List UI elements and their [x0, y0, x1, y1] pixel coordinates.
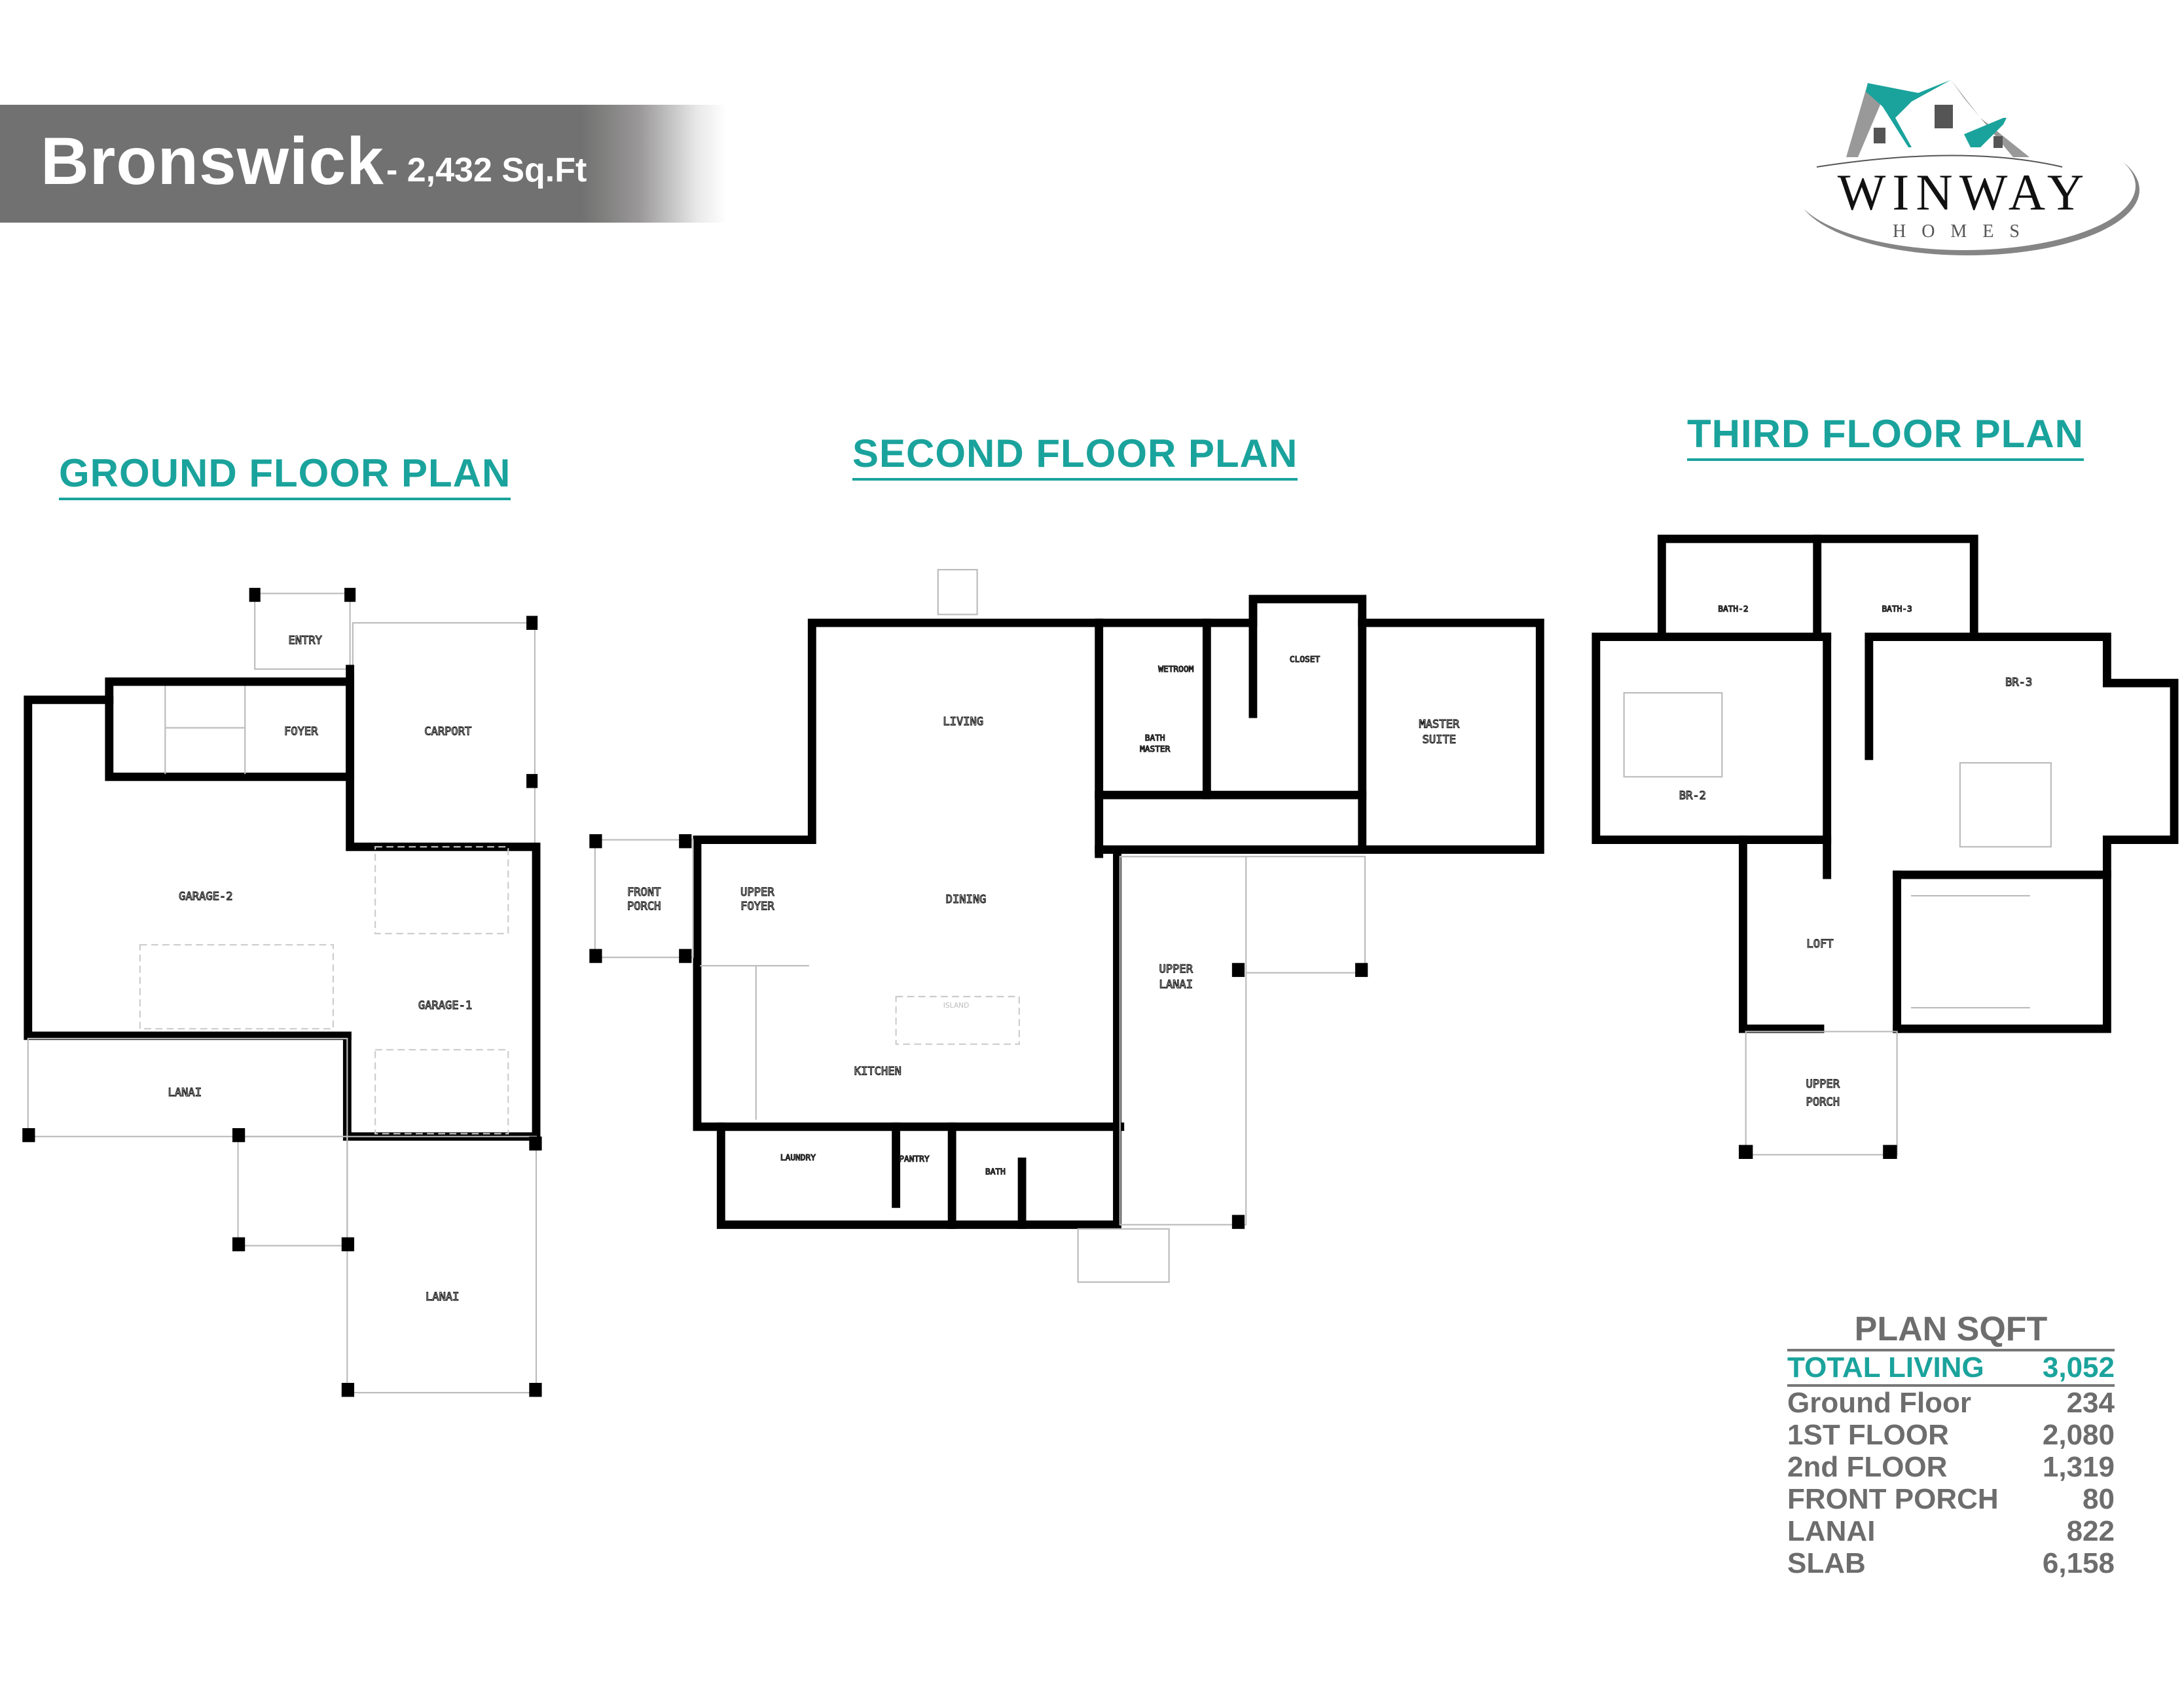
- room-label: KITCHEN: [854, 1065, 901, 1078]
- sqft-row: 1ST FLOOR 2,080: [1787, 1419, 2115, 1451]
- room-label: FOYER: [284, 725, 318, 738]
- room-label: ENTRY: [288, 634, 321, 647]
- room-label: BR-3: [2005, 676, 2032, 689]
- sqft-label: 1ST FLOOR: [1787, 1419, 1949, 1451]
- room-label: MASTER: [1419, 718, 1459, 731]
- room-label: BATH-2: [1718, 604, 1748, 614]
- second-floor-heading: SECOND FLOOR PLAN: [852, 431, 1298, 481]
- room-label: ISLAND: [943, 1001, 970, 1010]
- room-label: FOYER: [740, 900, 774, 913]
- sqft-row: LANAI 822: [1787, 1515, 2115, 1547]
- sqft-total-row: TOTAL LIVING 3,052: [1787, 1349, 2115, 1387]
- sqft-label: LANAI: [1787, 1515, 1876, 1547]
- sqft-label: FRONT PORCH: [1787, 1483, 1999, 1515]
- sqft-label: 2nd FLOOR: [1787, 1451, 1948, 1483]
- logo-brand: WINWAY: [1838, 164, 2090, 221]
- logo-sub: HOMES: [1893, 221, 2035, 242]
- room-label: LIVING: [943, 715, 983, 728]
- sqft-label: Ground Floor: [1787, 1387, 1972, 1419]
- room-label: GARAGE-1: [418, 999, 472, 1012]
- room-label: BATH-3: [1882, 604, 1912, 614]
- sqft-value: 80: [2083, 1483, 2115, 1515]
- third-floor-heading: THIRD FLOOR PLAN: [1687, 411, 2084, 461]
- ground-floor-heading: GROUND FLOOR PLAN: [59, 450, 511, 500]
- plan-sqft: - 2,432 Sq.Ft: [386, 151, 587, 189]
- room-label: PORCH: [627, 900, 661, 913]
- room-label: GARAGE-2: [179, 890, 232, 904]
- sqft-value: 2,080: [2042, 1419, 2115, 1451]
- sqft-row: 2nd FLOOR 1,319: [1787, 1451, 2115, 1483]
- title-banner: Bronswick - 2,432 Sq.Ft: [0, 105, 727, 223]
- sqft-value: 1,319: [2042, 1451, 2115, 1483]
- room-label: CARPORT: [424, 725, 471, 738]
- room-label: DINING: [946, 893, 987, 906]
- room-label: BATH: [985, 1167, 1006, 1177]
- room-label: SUITE: [1423, 733, 1456, 746]
- room-label: LAUNDRY: [780, 1153, 816, 1163]
- room-label: UPPER: [1806, 1078, 1840, 1091]
- sqft-label: TOTAL LIVING: [1787, 1351, 1984, 1384]
- room-label: BR-2: [1679, 790, 1706, 803]
- sqft-label: SLAB: [1787, 1547, 1866, 1579]
- winway-homes-logo: WINWAY HOMES: [1793, 80, 2139, 255]
- sqft-row: Ground Floor 234: [1787, 1387, 2115, 1419]
- room-label: UPPER: [740, 886, 774, 899]
- plan-sqft-table: PLAN SQFT TOTAL LIVING 3,052 Ground Floo…: [1787, 1310, 2115, 1579]
- room-label: PANTRY: [899, 1154, 930, 1164]
- room-label: CLOSET: [1290, 655, 1320, 665]
- sqft-row: SLAB 6,158: [1787, 1547, 2115, 1579]
- room-label: LANAI: [168, 1086, 202, 1099]
- room-label: PORCH: [1806, 1096, 1840, 1109]
- plan-name: Bronswick: [41, 124, 384, 198]
- room-label: LANAI: [426, 1291, 459, 1304]
- third-floor-plan: BATH-2 BATH-3 BR-3 BR-2 LOFT UPPER PORCH: [1592, 534, 2179, 1159]
- second-floor-plan: LIVING WETROOM CLOSET BATH MASTER MASTER…: [589, 568, 1544, 1283]
- sqft-row: FRONT PORCH 80: [1787, 1483, 2115, 1515]
- room-label: MASTER: [1140, 744, 1171, 754]
- ground-floor-plan: ENTRY FOYER CARPORT GARAGE-2 GARAGE-1 LA…: [22, 587, 542, 1397]
- sqft-value: 234: [2066, 1387, 2115, 1419]
- room-label: LANAI: [1159, 978, 1193, 991]
- sqft-value: 6,158: [2042, 1547, 2115, 1579]
- room-label: WETROOM: [1158, 665, 1193, 674]
- sqft-table-title: PLAN SQFT: [1854, 1310, 2048, 1348]
- room-label: LOFT: [1806, 938, 1833, 951]
- room-label: UPPER: [1159, 963, 1193, 976]
- sqft-value: 822: [2066, 1515, 2115, 1547]
- room-label: FRONT: [627, 886, 661, 899]
- room-label: BATH: [1145, 733, 1165, 743]
- sqft-value: 3,052: [2042, 1351, 2115, 1384]
